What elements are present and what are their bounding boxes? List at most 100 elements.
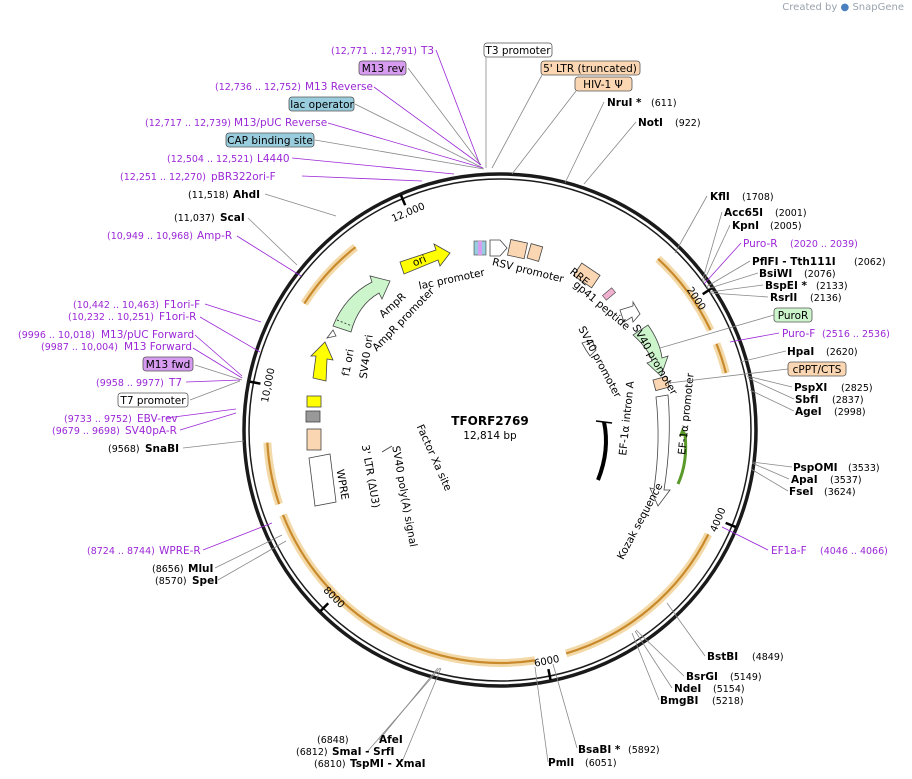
box-lac-operator[interactable] [288,96,355,112]
factor-xa-mark [381,445,393,453]
site-scai[interactable]: ScaI [220,212,245,224]
leader-ebv [165,408,237,419]
primer-t3[interactable]: T3 [420,45,434,57]
primer-wpre[interactable]: WPRE-R [159,545,201,557]
box-t3-promoter-label: T3 promoter [484,45,551,57]
leader-sbfi [747,377,795,400]
site-ndei[interactable]: NdeI [674,683,701,695]
box-t7-promoter[interactable] [117,392,189,408]
primer-m13fwd[interactable]: M13 Forward [124,341,192,353]
site-smai-pos: (6812) [296,747,328,758]
site-agei[interactable]: AgeI [795,406,822,418]
sv40-polya-box [305,410,321,423]
site-pspxi[interactable]: PspXI [794,382,827,394]
primer-m13puc-fwd[interactable]: M13/pUC Forward [101,329,194,341]
site-pspomi[interactable]: PspOMI [793,462,838,474]
tick-mark [547,668,552,681]
primer-t3-pos: (12,771 .. 12,791) [331,46,417,57]
site-apai[interactable]: ApaI [791,474,818,486]
primer-wpre-pos: (8724 .. 8744) [87,546,155,557]
site-bsabi[interactable]: BsaBI * [578,744,621,756]
site-bspei[interactable]: BspEI * [765,280,808,292]
feature-arc [565,533,710,655]
primer-m13reverse[interactable]: M13 Reverse [305,81,373,93]
tick-label: 2000 [684,285,707,312]
site-smai[interactable]: SmaI - SrfI [332,746,394,758]
ampr-dashes [336,319,353,327]
feature-arc [657,257,712,331]
leader-bmgbi [631,632,660,701]
sv40-promoter-arrow [619,300,641,323]
site-bmgbi[interactable]: BmgBI [660,695,698,707]
primer-sv40pa[interactable]: SV40pA-R [125,425,177,437]
site-mlui[interactable]: MluI [188,563,213,575]
site-nrui[interactable]: NruI * [607,97,642,109]
feature-arc [303,246,357,305]
site-bsiwi[interactable]: BsiWI [759,268,792,280]
sv40-ori-box [306,395,322,408]
site-acc65i[interactable]: Acc65I [724,207,763,219]
site-afei[interactable]: AfeI [379,734,403,746]
site-kfli[interactable]: KflI [710,191,730,203]
box-m13rev[interactable] [358,60,407,76]
primer-f1orif[interactable]: F1ori-F [164,299,200,311]
leader-sv40pa [179,412,237,431]
leader-scai [247,217,298,266]
tick-mark [319,602,330,612]
primer-ef1a-f[interactable]: EF1a-F [771,545,807,557]
primer-ampr[interactable]: Amp-R [197,230,232,242]
site-tspmi[interactable]: TspMI - XmaI [350,758,426,770]
site-hpai[interactable]: HpaI [787,346,814,358]
site-rsrii[interactable]: RsrII [770,292,797,304]
primer-puro-r-pos: (2020 .. 2039) [790,239,858,250]
tick-mark [725,521,737,529]
site-sbfi[interactable]: SbfI [795,394,819,406]
leader-f1orif [204,303,262,323]
site-pmli-pos: (6051) [585,758,617,769]
leader-rsrii [709,292,769,298]
primer-puro-f[interactable]: Puro-F [782,328,815,340]
label-lac-promoter: lac promoter [418,267,487,293]
primer-m13fwd-pos: (9987 .. 10,004) [41,342,118,353]
tick-mark [399,194,407,206]
box-puror-label: PuroR [778,310,809,322]
primer-ebv[interactable]: EBV-rev [137,413,178,425]
box-t3-promoter[interactable] [483,42,553,58]
site-bsrgi[interactable]: BsrGI [686,671,718,683]
ori-arrow [399,243,451,275]
leader-pspomi [751,461,793,468]
site-bsrgi-pos: (5149) [730,672,762,683]
box-cppt[interactable] [787,361,847,377]
leader-bspei [709,284,764,293]
site-bstbi[interactable]: BstBI [707,651,738,663]
site-noti[interactable]: NotI [638,117,663,129]
primer-pbr322-pos: (12,251 .. 12,270) [120,172,206,183]
site-snabi[interactable]: SnaBI [145,443,179,455]
box-5ltr[interactable] [540,60,641,76]
site-ahdi[interactable]: AhdI [233,189,260,201]
box-hiv-psi[interactable] [574,76,633,92]
site-pflfi[interactable]: PflFI - Tth111I [752,256,836,268]
primer-l4440[interactable]: L4440 [257,153,290,165]
brand-name: SnapGene [852,2,904,13]
primer-pbr322[interactable]: pBR322ori-F [211,171,276,183]
primer-puro-r[interactable]: Puro-R [743,238,778,250]
primer-ef1a-f-pos: (4046 .. 4066) [820,546,888,557]
leader-apai [751,462,790,480]
created-by-text: Created by [782,2,838,13]
primer-t7[interactable]: T7 [168,377,182,389]
tick-label: 4000 [709,506,729,534]
box-m13fwd[interactable] [142,356,194,372]
box-cap[interactable] [225,132,315,148]
primer-f1orir[interactable]: F1ori-R [159,311,196,323]
site-pmli[interactable]: PmlI [548,757,574,769]
box-puror[interactable] [773,307,813,323]
leader-lacop [354,103,484,169]
site-apai-pos: (3537) [830,475,862,486]
primer-m13puc-rev[interactable]: M13/pUC Reverse [234,117,327,129]
site-fsei[interactable]: FseI [789,486,813,498]
site-kpni[interactable]: KpnI [732,220,759,232]
site-ahdi-pos: (11,518) [188,190,229,201]
site-spei[interactable]: SpeI [192,575,218,587]
leader-puror-primer [703,242,742,285]
